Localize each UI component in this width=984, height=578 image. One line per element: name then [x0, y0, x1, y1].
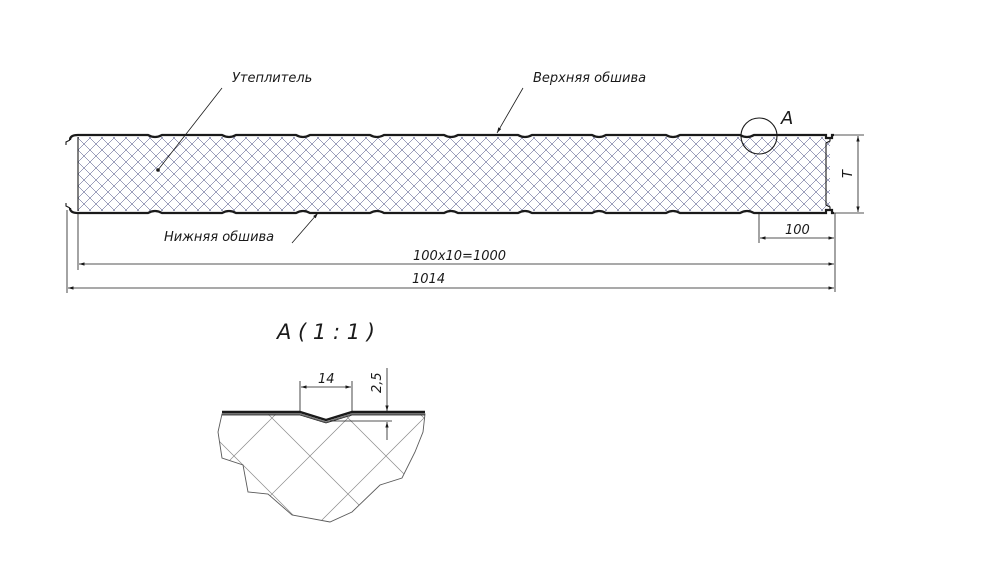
panel-section	[65, 133, 834, 215]
bottom-skin	[68, 207, 834, 215]
detail-dim-rib-depth: 2,5	[370, 372, 385, 393]
detail-a	[217, 368, 426, 523]
detail-dim-rib-width: 14	[318, 372, 335, 387]
dim-thickness: T	[841, 169, 856, 178]
callout-a-label: A	[780, 108, 793, 129]
insulation-label: Утеплитель	[232, 71, 312, 86]
left-lock-edge	[65, 137, 79, 211]
callout-a: A	[740, 108, 793, 155]
insulation-core	[78, 137, 830, 211]
dimension-lines	[66, 134, 864, 293]
top-skin-label: Верхняя обшива	[533, 71, 646, 86]
detail-outline	[217, 413, 426, 523]
dim-overall: 1014	[412, 272, 445, 287]
dim-lock-width: 100	[785, 223, 810, 238]
top-skin	[68, 133, 834, 141]
detail-title: A ( 1 : 1 )	[275, 320, 375, 344]
right-lock-edge	[825, 137, 831, 211]
label-leaders	[156, 87, 524, 244]
dim-ribs: 100x10=1000	[413, 249, 506, 264]
bottom-skin-label: Нижняя обшива	[164, 230, 274, 245]
